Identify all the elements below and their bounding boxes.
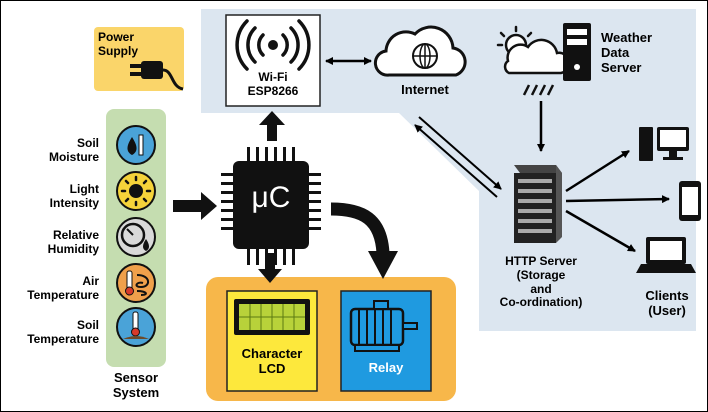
sensor-3-line1: Air	[82, 274, 99, 288]
sensor-0-line2: Moisture	[48, 149, 99, 164]
sensor-2-line2: Humidity	[47, 241, 99, 256]
smartphone-icon	[679, 181, 701, 221]
http-server-label: HTTP Server (Storage and Co-ordination)	[485, 254, 597, 310]
internet-to-server-arrow	[418, 116, 502, 190]
sensor-4-line1: Soil	[76, 318, 99, 332]
sensor-relative-humidity-label: Relative Humidity	[11, 228, 99, 257]
weather-cloud-sun-icon	[496, 25, 571, 96]
sensor-air-temperature-label: Air Temperature	[11, 274, 99, 303]
sensor-1-line2: Intensity	[49, 195, 99, 210]
wifi-label: Wi-Fi ESP8266	[227, 70, 319, 99]
sensor-soil-moisture-label: Soil Moisture	[11, 136, 99, 165]
lcd-line2: LCD	[258, 360, 286, 376]
power-supply-line1: Power	[98, 30, 135, 44]
internet-cloud-icon	[373, 25, 467, 77]
sensor-3-line2: Temperature	[27, 287, 99, 302]
relay-motor-icon	[349, 300, 418, 352]
wifi-signal-icon	[235, 19, 311, 71]
clients-line1: Clients	[645, 288, 689, 303]
sensor-system-line1: Sensor	[113, 370, 159, 385]
server-to-internet-arrow	[414, 124, 498, 198]
laptop-icon	[636, 237, 696, 273]
mcu-label: μC	[251, 181, 291, 214]
sensor-to-mcu-arrow	[173, 192, 217, 220]
cloud-region	[201, 9, 696, 331]
http-server-line2: (Storage	[516, 267, 566, 282]
weather-line1: Weather	[601, 30, 653, 45]
clients-line2: (User)	[648, 302, 686, 318]
desktop-computer-icon	[639, 127, 689, 161]
http-server-line1: HTTP Server	[505, 254, 577, 268]
lcd-label: Character LCD	[227, 346, 317, 377]
sensor-0-line1: Soil	[76, 136, 99, 150]
internet-label: Internet	[401, 82, 449, 97]
server-to-desktop-arrow	[565, 149, 630, 193]
lcd-line1: Character	[241, 346, 303, 361]
server-to-phone-arrow	[565, 195, 670, 204]
sun-icon	[116, 171, 156, 211]
sensor-system-line2: System	[112, 384, 160, 400]
relay-label: Relay	[368, 360, 404, 375]
server-to-laptop-arrow	[565, 209, 636, 253]
http-server-rack-icon	[514, 165, 562, 243]
weather-line3: Server	[601, 59, 642, 75]
power-supply-line2: Supply	[98, 43, 139, 58]
sensor-4-line2: Temperature	[27, 331, 99, 346]
weather-server-label: Weather Data Server	[601, 30, 653, 76]
soil-moisture-icon	[116, 125, 156, 165]
sensor-1-line1: Light	[69, 182, 99, 196]
sensor-soil-temperature-label: Soil Temperature	[11, 318, 99, 347]
lcd-display-icon	[234, 299, 310, 335]
mcu-to-relay-arrow	[330, 202, 390, 254]
soil-temperature-icon	[116, 307, 156, 347]
weather-line2: Data	[601, 44, 630, 60]
microcontroller-chip-icon	[221, 147, 321, 265]
wifi-line2: ESP8266	[247, 83, 299, 98]
mcu-to-wifi-arrow	[259, 111, 285, 141]
air-temperature-icon	[116, 263, 156, 303]
humidity-gauge-icon	[116, 217, 156, 257]
sensor-2-line1: Relative	[52, 228, 99, 242]
power-supply-label: Power Supply	[98, 30, 139, 59]
clients-label: Clients (User)	[631, 288, 703, 319]
weather-server-tower-icon	[563, 23, 591, 81]
wifi-line1: Wi-Fi	[258, 70, 288, 84]
sensor-light-intensity-label: Light Intensity	[11, 182, 99, 211]
http-server-line4: Co-ordination)	[499, 295, 583, 310]
sensor-system-label: Sensor System	[101, 370, 171, 401]
http-server-line3: and	[530, 281, 552, 296]
plug-icon	[130, 61, 184, 91]
mcu-to-lcd-arrow	[258, 253, 282, 283]
